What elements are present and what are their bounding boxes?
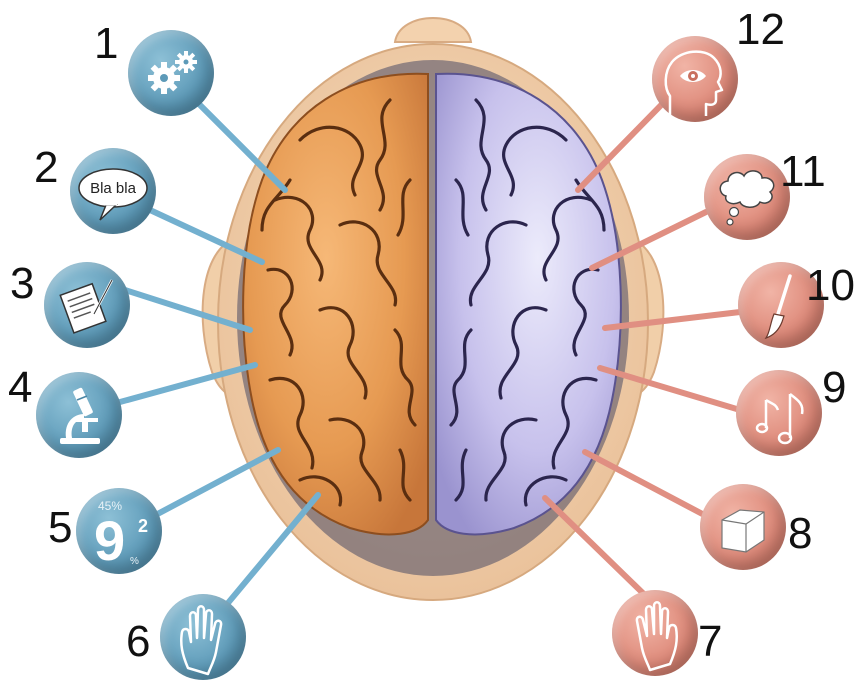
numbers-percent-bottom: % [130,556,139,567]
numbers-icon: 45% 9 2 % [76,488,162,574]
gears-bubble [128,30,214,116]
eye-head-bubble [652,36,738,122]
label-12: 12 [736,8,785,52]
label-9: 9 [822,366,846,410]
label-11: 11 [780,150,826,194]
gears-icon [128,30,214,116]
document-bubble [44,262,130,348]
nose [395,18,471,42]
hand-icon [612,590,698,676]
label-3: 3 [10,262,34,306]
music-notes-icon [736,370,822,456]
numbers-bubble: 45% 9 2 % [76,488,162,574]
thought-cloud-icon [704,154,790,240]
label-6: 6 [126,620,150,664]
eye-head-icon [652,36,738,122]
speech-bubble-text: Bla bla [90,180,137,197]
numbers-main-digit: 9 [94,509,125,572]
left-hand-bubble [160,594,246,680]
microscope-bubble [36,372,122,458]
label-1: 1 [94,22,118,66]
microscope-icon [36,372,122,458]
document-pen-icon [44,262,130,348]
hand-icon [160,594,246,680]
thought-bubble [704,154,790,240]
label-5: 5 [48,506,72,550]
label-7: 7 [698,620,722,664]
cube-icon [700,484,786,570]
label-2: 2 [34,146,58,190]
cube-bubble [700,484,786,570]
speech-bubble: Bla bla [70,148,156,234]
label-10: 10 [806,264,855,308]
numbers-superscript: 2 [138,516,148,536]
label-8: 8 [788,512,812,556]
label-4: 4 [8,366,32,410]
right-hand-bubble [612,590,698,676]
music-bubble [736,370,822,456]
speech-bubble-icon: Bla bla [70,148,156,234]
